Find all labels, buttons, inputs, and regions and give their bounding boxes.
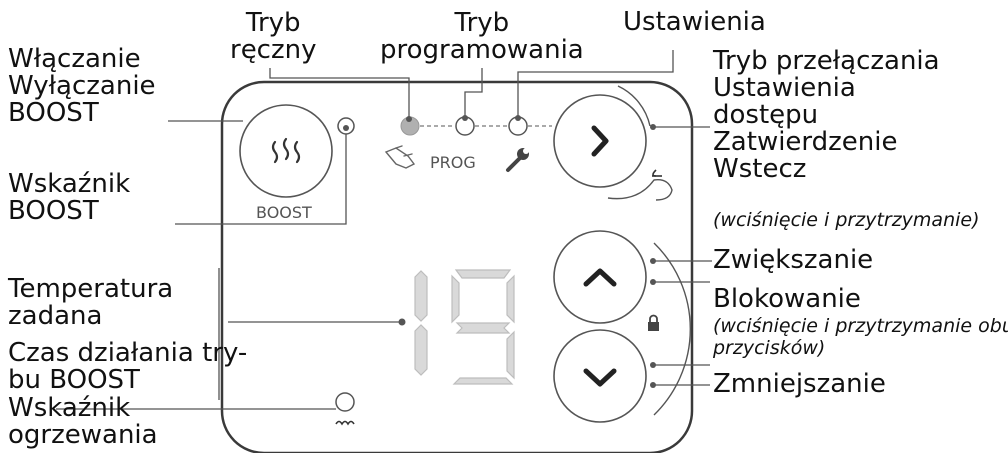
mode-confirm-button[interactable] [553, 94, 647, 188]
label-right-button-functions: Tryb przełączania Ustawienia dostępu Zat… [713, 46, 940, 184]
decrease-button[interactable] [553, 329, 647, 423]
label-manual-mode: Tryb ręczny [230, 8, 317, 65]
boost-button[interactable] [239, 104, 333, 198]
chevron-up-icon [583, 268, 617, 287]
label-heating-indicator: Wskaźnik ogrzewania [8, 393, 158, 450]
heating-indicator-led [335, 392, 355, 412]
boost-button-label: BOOST [256, 203, 312, 222]
chevron-right-icon [591, 125, 609, 157]
label-boost-time: Czas działania try- bu BOOST [8, 338, 248, 395]
heat-waves-icon [271, 137, 301, 164]
label-lock-note: (wciśnięcie i przytrzymanie obu przycisk… [713, 315, 1008, 359]
label-set-temperature: Temperatura zadana [8, 274, 174, 331]
label-increase: Zwiększanie [713, 245, 874, 275]
label-boost-toggle: Włączanie Wyłączanie BOOST [8, 44, 156, 128]
label-program-mode: Tryb programowania [380, 8, 584, 65]
hand-icon [384, 145, 416, 169]
display-digit-9 [451, 269, 515, 385]
leader-dots [343, 115, 656, 388]
increase-button[interactable] [553, 230, 647, 324]
back-arrow-icon [652, 169, 662, 177]
label-press-hold: (wciśnięcie i przytrzymanie) [713, 209, 980, 231]
label-decrease: Zmniejszanie [713, 369, 886, 399]
label-lock: Blokowanie [713, 284, 861, 314]
wrench-icon [506, 148, 529, 172]
display-digit-1 [414, 270, 428, 376]
lock-icon [648, 314, 659, 331]
label-settings: Ustawienia [623, 7, 766, 37]
heating-coil-icon [335, 420, 355, 426]
chevron-down-icon [583, 368, 617, 387]
prog-label: PROG [430, 153, 476, 172]
leader-lines [56, 50, 712, 410]
label-boost-indicator: Wskaźnik BOOST [8, 169, 131, 226]
